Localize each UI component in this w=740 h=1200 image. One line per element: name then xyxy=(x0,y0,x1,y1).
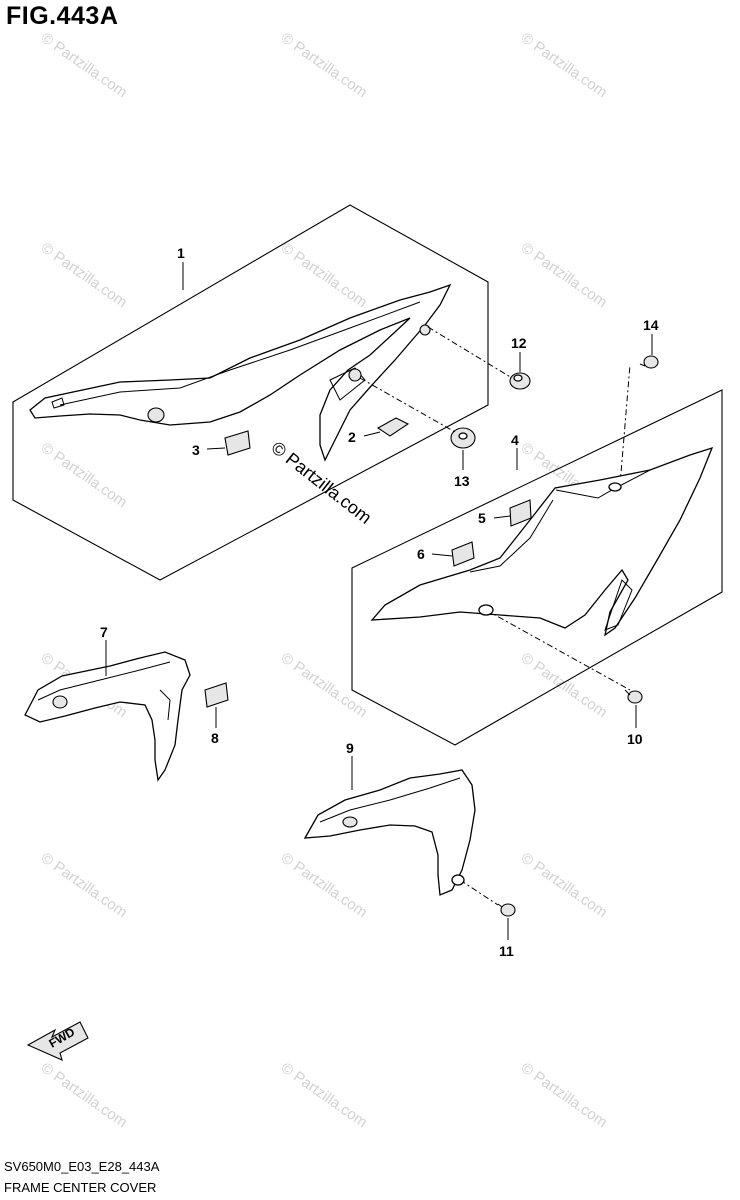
callout-7[interactable]: 7 xyxy=(100,624,108,640)
part-6-sticker[interactable] xyxy=(451,541,475,567)
assembly-box-4 xyxy=(351,389,723,746)
part-9-panel[interactable] xyxy=(303,769,476,896)
watermark-text: © Partzilla.com xyxy=(518,239,611,311)
watermark-text: © Partzilla.com xyxy=(518,1059,611,1131)
leader-11 xyxy=(459,879,499,906)
part-7-panel[interactable] xyxy=(24,651,191,782)
figure-code: SV650M0_E03_E28_443A xyxy=(4,1159,160,1174)
watermark-text: © Partzilla.com xyxy=(278,1059,371,1131)
part-8-sticker[interactable] xyxy=(204,682,229,708)
callout-4[interactable]: 4 xyxy=(511,432,519,448)
watermark-text: © Partzilla.com xyxy=(38,849,131,921)
callout-12[interactable]: 12 xyxy=(511,335,527,351)
callout-3[interactable]: 3 xyxy=(192,442,200,458)
callout-11[interactable]: 11 xyxy=(499,943,514,959)
callout-14[interactable]: 14 xyxy=(643,317,659,333)
part-3-sticker[interactable] xyxy=(224,430,251,456)
leader-14 xyxy=(619,364,631,486)
callout-1[interactable]: 1 xyxy=(177,245,185,261)
watermark-text: © Partzilla.com xyxy=(518,29,611,101)
figure-name: FRAME CENTER COVER xyxy=(4,1180,157,1195)
callout-leaders xyxy=(105,262,653,940)
assembly-box-1 xyxy=(12,204,489,581)
part-5-sticker[interactable] xyxy=(509,499,532,527)
part-2-pad[interactable] xyxy=(376,417,410,437)
fwd-arrow: FWD xyxy=(26,1021,89,1061)
callout-13[interactable]: 13 xyxy=(454,473,470,489)
part-11-screw[interactable] xyxy=(497,903,516,917)
watermark-text: © Partzilla.com xyxy=(38,29,131,101)
leader-13 xyxy=(359,377,456,433)
callout-9[interactable]: 9 xyxy=(346,740,354,756)
callout-10[interactable]: 10 xyxy=(627,731,643,747)
figure-title: FIG.443A xyxy=(6,2,119,30)
part-13-grommet[interactable] xyxy=(450,427,476,449)
callout-8[interactable]: 8 xyxy=(211,730,219,746)
watermark-text: © Partzilla.com xyxy=(38,239,131,311)
watermark-text: © Partzilla.com xyxy=(278,649,371,721)
leader-12 xyxy=(427,326,513,379)
watermark-text: © Partzilla.com xyxy=(38,439,131,511)
callout-2[interactable]: 2 xyxy=(348,429,356,445)
watermark-text: © Partzilla.com xyxy=(278,849,371,921)
callout-numbers: 1 2 3 4 5 6 7 8 9 10 11 12 13 14 xyxy=(100,245,659,959)
callout-6[interactable]: 6 xyxy=(417,546,425,562)
watermark-text: © Partzilla.com xyxy=(278,29,371,101)
part-10-screw[interactable] xyxy=(624,689,643,704)
part-1-frame-cover[interactable] xyxy=(29,283,452,462)
part-14-screw[interactable] xyxy=(639,355,659,369)
part-12-grommet[interactable] xyxy=(509,372,531,390)
watermark-text: © Partzilla.com xyxy=(518,649,611,721)
part-4-side-cover[interactable] xyxy=(370,446,714,637)
watermark-text: © Partzilla.com xyxy=(38,1059,131,1131)
watermark-text: © Partzilla.com xyxy=(278,239,371,311)
watermark-text: © Partzilla.com xyxy=(518,849,611,921)
callout-5[interactable]: 5 xyxy=(478,510,486,526)
